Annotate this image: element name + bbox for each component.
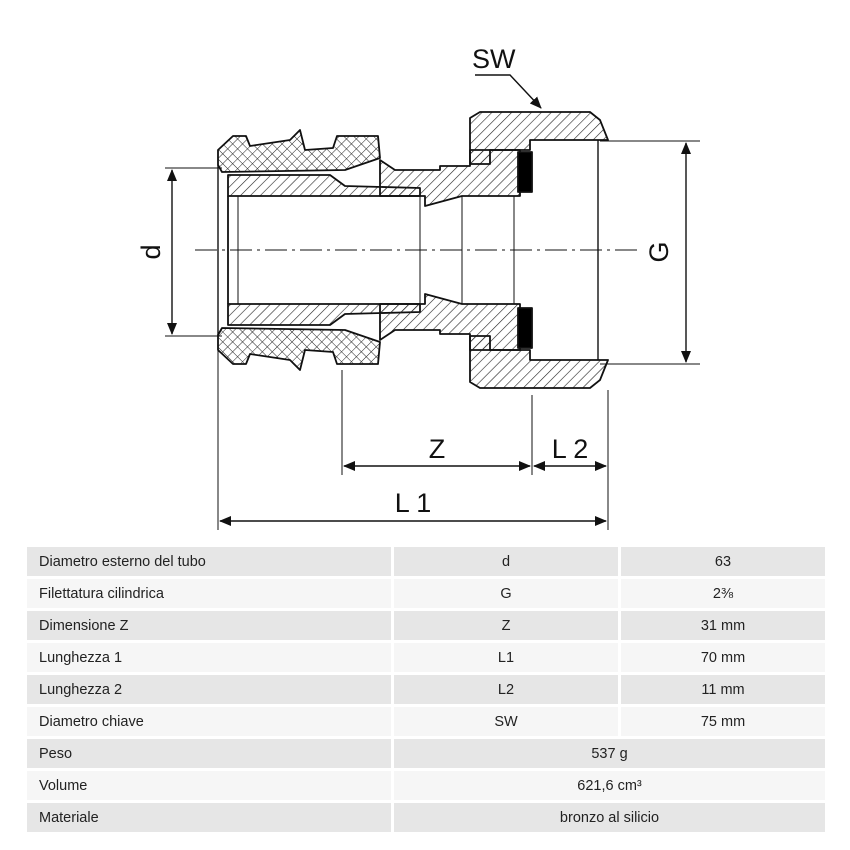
- row-value: 537 g: [391, 739, 825, 768]
- row-label: Volume: [27, 771, 391, 800]
- seal-top: [517, 151, 533, 193]
- seal-bottom: [517, 307, 533, 349]
- clamp-nut-bottom: [217, 327, 381, 371]
- table-row: Volume 621,6 cm³: [27, 771, 825, 800]
- table-row: Peso 537 g: [27, 739, 825, 768]
- row-symbol: L2: [391, 675, 618, 704]
- row-label: Lunghezza 2: [27, 675, 391, 704]
- row-symbol: d: [391, 547, 618, 576]
- sw-leader: [475, 74, 542, 109]
- row-label: Diametro chiave: [27, 707, 391, 736]
- row-symbol: G: [391, 579, 618, 608]
- union-nut-top: [469, 111, 609, 165]
- label-l1: L 1: [395, 488, 432, 518]
- row-symbol: SW: [391, 707, 618, 736]
- row-value: 621,6 cm³: [391, 771, 825, 800]
- row-value: 63: [618, 547, 825, 576]
- label-z: Z: [429, 434, 446, 464]
- union-nut-bottom: [469, 335, 609, 389]
- row-value: 70 mm: [618, 643, 825, 672]
- row-label: Diametro esterno del tubo: [27, 547, 391, 576]
- table-row: Diametro chiave SW 75 mm: [27, 707, 825, 736]
- clamp-nut-top: [217, 129, 381, 173]
- row-label: Materiale: [27, 803, 391, 832]
- row-value: 11 mm: [618, 675, 825, 704]
- row-symbol: Z: [391, 611, 618, 640]
- row-label: Dimensione Z: [27, 611, 391, 640]
- row-value: bronzo al silicio: [391, 803, 825, 832]
- label-sw: SW: [472, 44, 516, 74]
- dimension-arrows: [167, 74, 691, 526]
- row-label: Lunghezza 1: [27, 643, 391, 672]
- table-row: Filettatura cilindrica G 2⅜: [27, 579, 825, 608]
- body-top: [379, 149, 521, 207]
- row-value: 31 mm: [618, 611, 825, 640]
- row-label: Peso: [27, 739, 391, 768]
- table-row: Diametro esterno del tubo d 63: [27, 547, 825, 576]
- row-value: 75 mm: [618, 707, 825, 736]
- row-value: 2⅜: [618, 579, 825, 608]
- row-label: Filettatura cilindrica: [27, 579, 391, 608]
- fitting-body: [217, 111, 609, 389]
- label-l2: L 2: [552, 434, 589, 464]
- fitting-section-drawing: SW d G Z L 2 L 1: [136, 44, 700, 530]
- label-g: G: [644, 241, 674, 262]
- row-symbol: L1: [391, 643, 618, 672]
- table-row: Materiale bronzo al silicio: [27, 803, 825, 832]
- label-d: d: [136, 244, 166, 259]
- table-row: Lunghezza 2 L2 11 mm: [27, 675, 825, 704]
- specification-table: Diametro esterno del tubo d 63 Filettatu…: [27, 544, 825, 835]
- table-row: Dimensione Z Z 31 mm: [27, 611, 825, 640]
- body-bottom: [379, 293, 521, 351]
- extension-lines: [165, 140, 700, 530]
- table-row: Lunghezza 1 L1 70 mm: [27, 643, 825, 672]
